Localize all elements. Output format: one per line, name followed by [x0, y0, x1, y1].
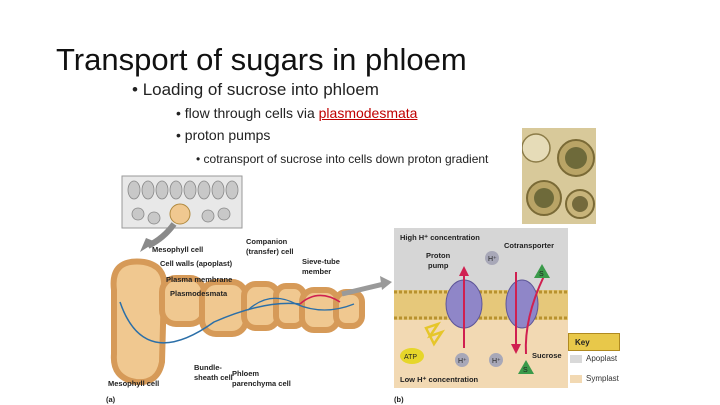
key-header: Key — [568, 333, 620, 351]
plasma-membrane-label: Plasma membrane — [166, 275, 232, 284]
h-plus-bottom-right: H⁺ — [492, 358, 501, 365]
sucrose-label: Sucrose — [532, 351, 562, 360]
parenchyma-label: parenchyma cell — [232, 379, 291, 388]
s-top: S — [539, 271, 544, 278]
apoplast-swatch — [570, 354, 582, 363]
atp-label: ATP — [404, 354, 417, 361]
cell-chain — [110, 258, 365, 386]
figure-b-diagram: High H⁺ concentration Cotransporter Prot… — [394, 228, 568, 404]
phloem-micrograph — [522, 128, 596, 224]
symplast-swatch — [570, 374, 582, 383]
panel-a-label: (a) — [106, 395, 116, 404]
bullet-proton-pumps: • proton pumps — [176, 127, 271, 143]
high-h-label: High H⁺ concentration — [400, 233, 480, 242]
bullet-proton-pumps-text: proton pumps — [184, 127, 271, 143]
bundle-label: Bundle- — [194, 363, 222, 372]
sheath-cell-label: sheath cell — [194, 373, 233, 382]
plasmodesmata-label: Plasmodesmata — [170, 289, 228, 298]
h-plus-bottom-left: H⁺ — [458, 358, 467, 365]
figure-a-diagram: Mesophyll cell Cell walls (apoplast) Pla… — [106, 175, 392, 404]
pump-label: pump — [428, 261, 449, 270]
plasmodesmata-link[interactable]: plasmodesmata — [318, 105, 418, 121]
mesophyll-label: Mesophyll cell — [152, 245, 203, 254]
bullet-cotransport-text: cotransport of sucrose into cells down p… — [203, 152, 489, 166]
key-apoplast: Apoplast — [570, 354, 617, 363]
apoplast-label: Apoplast — [586, 354, 618, 363]
symplast-label: Symplast — [586, 374, 619, 383]
member-label: member — [302, 267, 331, 276]
low-h-label: Low H⁺ concentration — [400, 375, 479, 384]
phloem-label: Phloem — [232, 369, 259, 378]
cell-walls-label: Cell walls (apoplast) — [160, 259, 233, 268]
proton-label: Proton — [426, 251, 451, 260]
bullet-cotransport: • cotransport of sucrose into cells down… — [196, 152, 489, 166]
companion-label: Companion — [246, 237, 288, 246]
bullet-loading-text: Loading of sucrose into phloem — [142, 80, 379, 99]
panel-b-label: (b) — [394, 395, 404, 404]
bullet-plasmodesmata-text: flow through cells via — [184, 105, 319, 121]
cotransporter-label: Cotransporter — [504, 241, 554, 250]
bullet-loading: • Loading of sucrose into phloem — [132, 80, 379, 99]
s-bottom: S — [523, 367, 528, 374]
leaf-cross-section — [121, 175, 243, 229]
h-plus-top: H⁺ — [488, 256, 497, 263]
slide-title: Transport of sugars in phloem — [56, 42, 467, 77]
bullet-plasmodesmata: • flow through cells via plasmodesmata — [176, 105, 418, 121]
mesophyll-bottom-label: Mesophyll cell — [108, 379, 159, 388]
sieve-tube-label: Sieve-tube — [302, 257, 340, 266]
transfer-cell-label: (transfer) cell — [246, 247, 294, 256]
key-symplast: Symplast — [570, 374, 619, 383]
